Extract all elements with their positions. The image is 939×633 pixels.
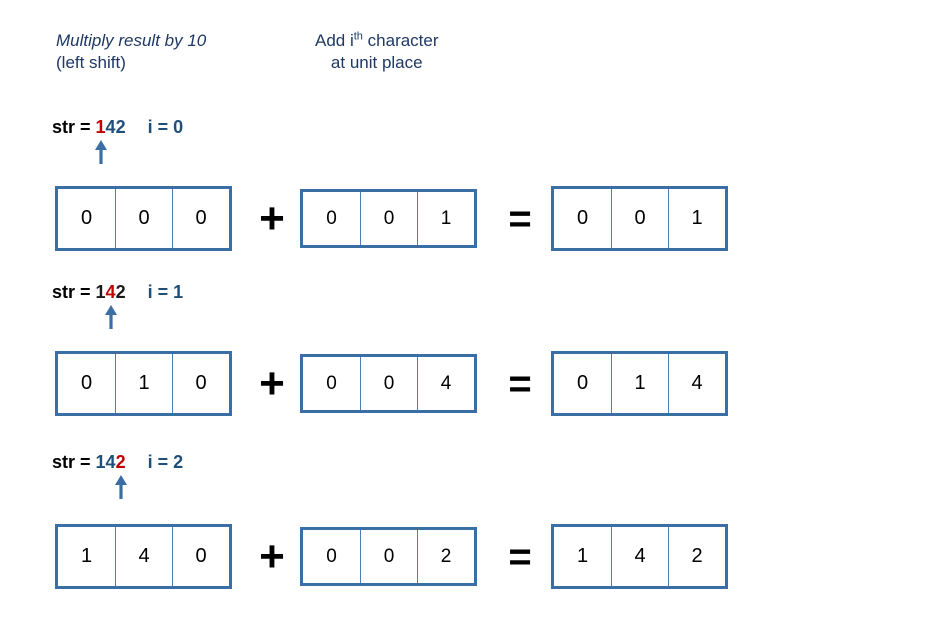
left-operand-2-cell-1: 1 — [115, 354, 172, 413]
str-char-1-0: 1 — [95, 117, 106, 137]
header-add-line1-post: character — [362, 31, 439, 50]
plus-operator-2: + — [259, 358, 285, 408]
header-add-line1-pre: Add i — [315, 31, 354, 50]
result-3-cell-2: 2 — [668, 527, 725, 586]
index-label-3: i = 2 — [147, 452, 184, 472]
right-operand-1-cell-1: 0 — [360, 192, 417, 245]
equals-operator-1: = — [508, 196, 532, 241]
right-operand-3-cell-1: 0 — [360, 530, 417, 583]
result-1-cell-1: 0 — [611, 189, 668, 248]
index-label-1: i = 0 — [147, 117, 184, 137]
result-2-cell-2: 4 — [668, 354, 725, 413]
result-2-cell-0: 0 — [576, 372, 589, 394]
result-3-cell-1: 4 — [611, 527, 668, 586]
header-add: Add ith character at unit place — [315, 30, 439, 74]
header-add-line2: at unit place — [330, 53, 423, 72]
right-operand-2-cell-0: 0 — [326, 372, 337, 394]
equals-operator-2: = — [508, 361, 532, 406]
str-char-1-2: 2 — [115, 117, 126, 137]
header-add-line1: Add ith character — [315, 30, 439, 52]
step-caption-1: str = 142 i = 0 — [52, 117, 183, 137]
result-2-cell-1: 1 — [611, 354, 668, 413]
str-char-2-0: 1 — [95, 282, 106, 302]
str-char-3-0: 1 — [95, 452, 106, 472]
str-char-2-1: 4 — [105, 282, 116, 302]
pointer-arrow-1 — [94, 139, 108, 165]
header-add-ordinal: th — [353, 30, 363, 43]
right-operand-1-cell-0: 0 — [326, 207, 337, 229]
str-label-3: str = — [52, 452, 96, 472]
pointer-arrow-2 — [104, 304, 118, 330]
plus-operator-1: + — [259, 193, 285, 243]
result-1-cell-2: 1 — [668, 189, 725, 248]
result-1-cell-0: 0 — [576, 207, 589, 229]
str-char-1-1: 4 — [105, 117, 116, 137]
str-label-1: str = — [52, 117, 96, 137]
str-chars-3: 142 — [96, 452, 126, 472]
left-operand-1-cell-2: 0 — [172, 189, 229, 248]
right-operand-2-cell-2: 4 — [417, 357, 474, 410]
right-operand-1-cell-2: 1 — [417, 192, 474, 245]
str-char-3-1: 4 — [105, 452, 116, 472]
left-operand-2-cell-0: 0 — [80, 372, 93, 394]
left-operand-3-cell-2: 0 — [172, 527, 229, 586]
plus-operator-3: + — [259, 531, 285, 581]
str-chars-1: 142 — [96, 117, 126, 137]
right-operand-3-cell-2: 2 — [417, 530, 474, 583]
left-operand-3-cell-0: 1 — [80, 545, 93, 567]
right-operand-2-cell-1: 0 — [360, 357, 417, 410]
header-multiply-line2: (left shift) — [56, 53, 126, 72]
step-caption-2: str = 142 i = 1 — [52, 282, 183, 302]
left-operand-1-cell-1: 0 — [115, 189, 172, 248]
equals-operator-3: = — [508, 534, 532, 579]
str-char-3-2: 2 — [115, 452, 126, 472]
str-char-2-2: 2 — [115, 282, 126, 302]
step-caption-3: str = 142 i = 2 — [52, 452, 183, 472]
header-multiply-line1: Multiply result by 10 — [56, 31, 207, 50]
pointer-arrow-3 — [114, 474, 128, 500]
right-operand-3-cell-0: 0 — [326, 545, 337, 567]
index-label-2: i = 1 — [147, 282, 184, 302]
left-operand-1-cell-0: 0 — [80, 207, 93, 229]
left-operand-3-cell-1: 4 — [115, 527, 172, 586]
left-operand-2-cell-2: 0 — [172, 354, 229, 413]
str-label-2: str = — [52, 282, 96, 302]
result-3-cell-0: 1 — [576, 545, 589, 567]
str-chars-2: 142 — [96, 282, 126, 302]
header-multiply: Multiply result by 10 (left shift) — [56, 30, 206, 74]
